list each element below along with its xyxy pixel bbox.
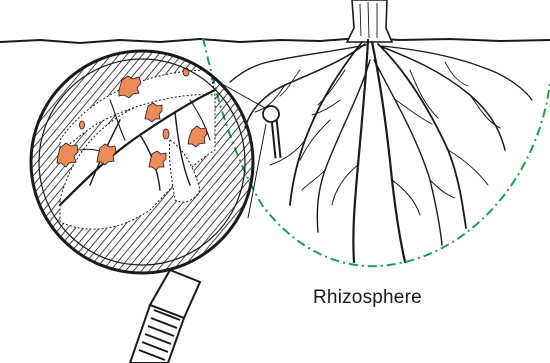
magnifier-handle bbox=[130, 270, 200, 363]
soil-surface-line bbox=[0, 38, 550, 43]
small-magnifier-icon bbox=[263, 106, 279, 158]
rhizosphere-zone-outline bbox=[203, 38, 550, 266]
plant-stem bbox=[347, 0, 392, 42]
rhizosphere-label: Rhizosphere bbox=[313, 287, 422, 309]
magnifying-lens bbox=[31, 51, 253, 273]
